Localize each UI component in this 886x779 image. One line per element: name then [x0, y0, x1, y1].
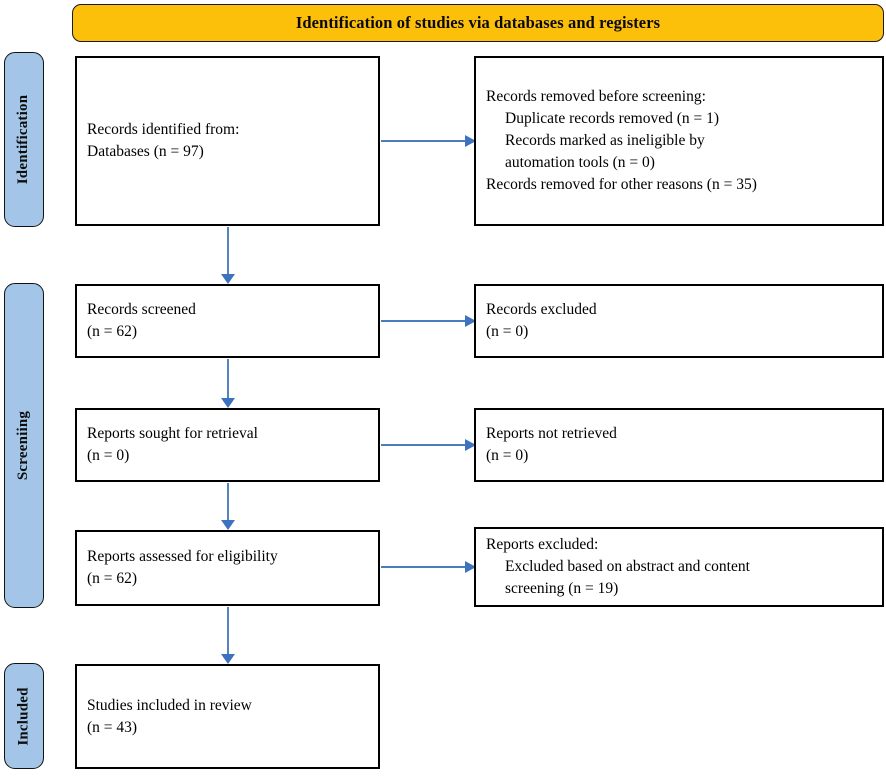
box-line: Reports not retrieved — [486, 425, 617, 442]
box-line: automation tools (n = 0) — [505, 154, 655, 171]
box-line: (n = 43) — [87, 718, 138, 736]
box-line: (n = 0) — [87, 447, 130, 464]
phase-tab-identification: Identification — [4, 52, 44, 227]
box-line: Reports excluded: — [486, 536, 599, 553]
box-line: Records marked as ineligible by — [505, 132, 705, 149]
box-line: Records identified from: — [87, 121, 240, 138]
box-line: Duplicate records removed (n = 1) — [505, 110, 720, 127]
box-line: screening (n = 19) — [505, 580, 619, 597]
box-studies-included-in-review: Studies included in review (n = 43) — [75, 664, 380, 769]
box-reports-excluded: Reports excluded: Excluded based on abst… — [474, 527, 884, 607]
box-records-screened: Records screened (n = 62) — [75, 284, 380, 358]
box-line: Excluded based on abstract and content — [505, 558, 750, 575]
box-line: Databases (n = 97) — [87, 143, 204, 160]
box-line: (n = 0) — [486, 323, 529, 340]
box-records-removed-before-screening: Records removed before screening: Duplic… — [474, 56, 884, 226]
box-line: Reports sought for retrieval — [87, 425, 258, 442]
box-line: Reports assessed for eligibility — [87, 548, 278, 565]
banner-title: Identification of studies via databases … — [295, 13, 661, 32]
box-records-excluded: Records excluded (n = 0) — [474, 284, 884, 358]
box-line: (n = 62) — [87, 323, 138, 340]
header-banner: Identification of studies via databases … — [72, 4, 884, 42]
box-line: Records screened — [87, 301, 196, 318]
box-line: Studies included in review — [87, 696, 252, 714]
box-line: Records excluded — [486, 301, 597, 318]
box-records-identified: Records identified from: Databases (n = … — [75, 56, 380, 226]
box-reports-sought-for-retrieval: Reports sought for retrieval (n = 0) — [75, 408, 380, 482]
box-line: Records removed for other reasons (n = 3… — [486, 176, 757, 193]
phase-tab-included: Included — [4, 663, 44, 769]
box-line: (n = 0) — [486, 447, 529, 464]
box-line: Records removed before screening: — [486, 88, 706, 105]
phase-tab-screening: Screeniing — [4, 283, 44, 608]
box-line: (n = 62) — [87, 570, 138, 587]
box-reports-assessed-for-eligibility: Reports assessed for eligibility (n = 62… — [75, 530, 380, 606]
box-reports-not-retrieved: Reports not retrieved (n = 0) — [474, 408, 884, 482]
